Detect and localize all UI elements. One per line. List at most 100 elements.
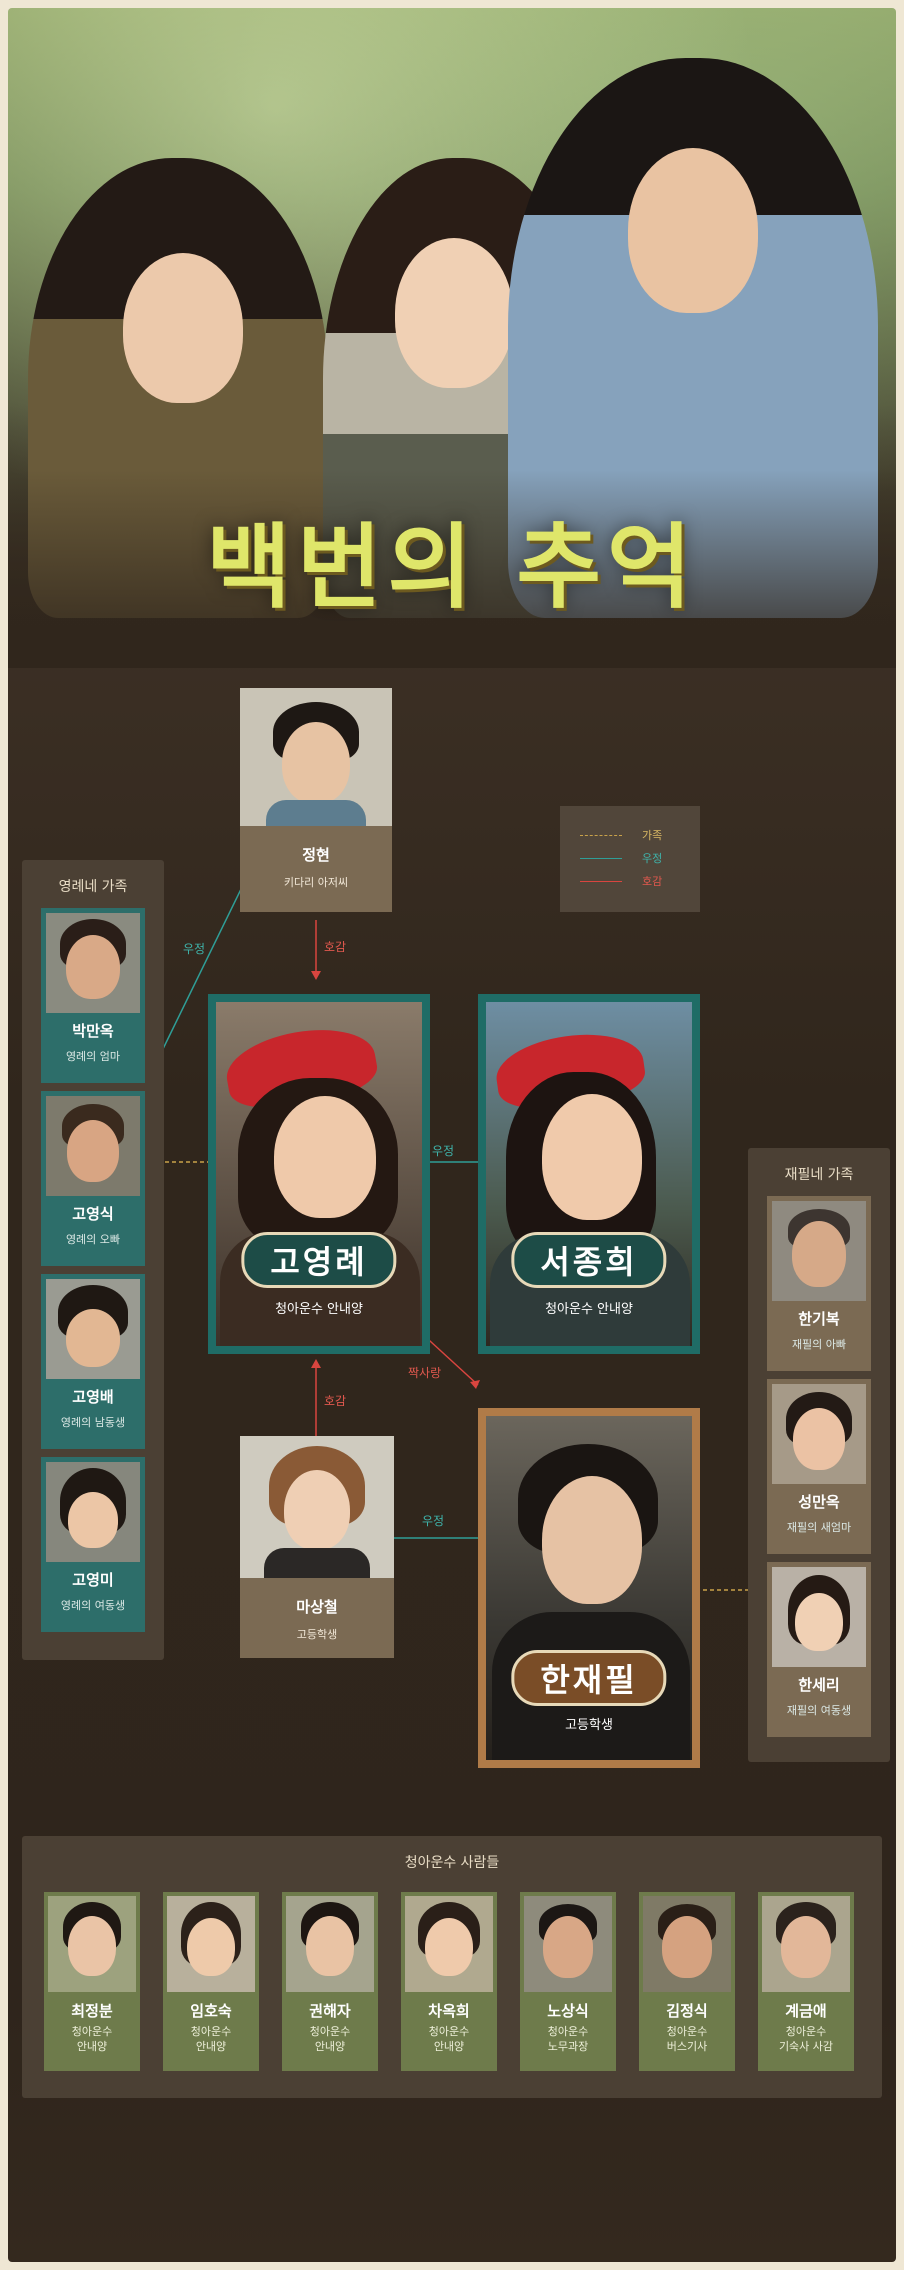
name-member: 차옥희 (428, 2002, 470, 2020)
nameplate-hanjaepil: 한재필 (511, 1650, 667, 1706)
label-jeonghyun-youngrye: 호감 (324, 940, 347, 954)
role-line-1: 청아운수 (190, 2025, 232, 2038)
panel-jaepil-family: 재필네 가족 한기복 재필의 아빠 성만옥 재필의 새엄마 한세리 재필의 여동… (748, 1148, 890, 1762)
face-hanjaepil (542, 1476, 642, 1604)
member-card-youngrye-family: 박만옥 영례의 엄마 (41, 908, 145, 1083)
name-member: 임호숙 (190, 2002, 232, 2020)
photo-hanseri (772, 1567, 866, 1667)
role-jonghee: 청아운수 안내양 (545, 1302, 633, 1317)
face-chaokhee (425, 1918, 473, 1976)
member-card-jaepil-family: 한세리 재필의 여동생 (767, 1562, 871, 1737)
poster: 백번의 추억 호감 우정 우정 짝사랑 호감 우정 가족 우정 (8, 8, 896, 2262)
face-goyoungbae (66, 1309, 120, 1367)
name-member: 한기복 (798, 1310, 840, 1328)
role-line-1: 청아운수 (785, 2025, 827, 2038)
photo-kwonhaeja (286, 1896, 374, 1992)
face-hanseri (795, 1593, 843, 1651)
role-member: 재필의 새엄마 (786, 1521, 852, 1534)
face-hangibok (792, 1221, 846, 1287)
role-member: 영례의 엄마 (65, 1050, 121, 1063)
legend-label-family: 가족 (642, 829, 663, 842)
role-line-2: 안내양 (76, 2040, 108, 2053)
main-card-hanjaepil: 한재필 고등학생 (478, 1408, 700, 1768)
panel-youngrye-family: 영례네 가족 박만옥 영례의 엄마 고영식 영례의 오빠 고영배 영례의 남동생 (22, 860, 164, 1660)
card-jeonghyun: 정현 키다리 아저씨 (240, 688, 392, 912)
member-card-youngrye-family: 고영미 영례의 여동생 (41, 1457, 145, 1632)
hero-fade (8, 8, 896, 668)
member-card-jaepil-family: 한기복 재필의 아빠 (767, 1196, 871, 1371)
photo-jonghee (486, 1002, 692, 1346)
role-member: 재필의 여동생 (786, 1704, 852, 1717)
legend-item-friendship: 우정 (570, 849, 690, 867)
name-masangcheol: 마상철 (296, 1598, 338, 1616)
photo-seongmanok (772, 1384, 866, 1484)
jacket-masangcheol (264, 1548, 370, 1578)
arrow-youngrye-jaepil (470, 1380, 480, 1389)
role-line-2: 기숙사 사감 (778, 2040, 834, 2053)
role-hanjaepil: 고등학생 (565, 1718, 613, 1733)
photo-youngrye (216, 1002, 422, 1346)
shirt-jeonghyun (266, 800, 366, 826)
label-sangcheol-jaepil: 우정 (422, 1514, 445, 1528)
name-member: 박만옥 (72, 1022, 114, 1040)
panel-title-jaepil-family: 재필네 가족 (784, 1167, 854, 1183)
photo-choijeongbun (48, 1896, 136, 1992)
main-card-youngrye: 고영례 청아운수 안내양 (208, 994, 430, 1354)
face-gyegeumae (781, 1916, 831, 1978)
nameplate-jonghee: 서종희 (511, 1232, 667, 1288)
role-line-2: 안내양 (314, 2040, 346, 2053)
face-kwonhaeja (306, 1916, 354, 1976)
legend-swatch-crush (580, 881, 622, 882)
photo-imhosuk (167, 1896, 255, 1992)
name-member: 고영식 (72, 1205, 114, 1223)
role-line-2: 안내양 (195, 2040, 227, 2053)
name-member: 최정분 (71, 2002, 113, 2020)
photo-masangcheol (240, 1436, 394, 1578)
role-line-1: 청아운수 (309, 2025, 351, 2038)
role-line-2: 노무과장 (547, 2040, 589, 2053)
legend-item-crush: 호감 (570, 872, 690, 890)
role-member: 재필의 아빠 (791, 1338, 847, 1351)
face-imhosuk (187, 1918, 235, 1976)
member-card-youngrye-family: 고영배 영례의 남동생 (41, 1274, 145, 1449)
role-line-1: 청아운수 (71, 2025, 113, 2038)
name-member: 고영미 (72, 1571, 114, 1589)
role-line-1: 청아운수 (547, 2025, 589, 2038)
label-jeonghyun-family: 우정 (183, 942, 206, 956)
name-member: 한세리 (798, 1676, 840, 1694)
legend-item-family: 가족 (570, 826, 690, 844)
drama-title: 백번의 추억 (206, 514, 698, 621)
role-youngrye: 청아운수 안내양 (275, 1302, 363, 1317)
face-seongmanok (793, 1408, 845, 1470)
face-masangcheol (284, 1470, 350, 1550)
face-kimjeongsik (662, 1916, 712, 1978)
legend-label-crush: 호감 (642, 875, 663, 888)
name-member: 계금애 (785, 2002, 827, 2020)
name-member: 고영배 (72, 1388, 114, 1406)
role-line-1: 청아운수 (666, 2025, 708, 2038)
role-member: 영례의 오빠 (65, 1233, 121, 1246)
role-member: 영례의 여동생 (60, 1599, 126, 1612)
photo-goyoungsik (46, 1096, 140, 1196)
label-youngrye-jonghee: 우정 (432, 1144, 455, 1158)
role-line-2: 버스기사 (666, 2040, 708, 2053)
photo-jeonghyun (240, 688, 392, 826)
face-goyoungmi (68, 1492, 118, 1548)
hero-image: 백번의 추억 (8, 8, 896, 668)
legend-label-friendship: 우정 (642, 852, 663, 865)
photo-goyoungmi (46, 1462, 140, 1562)
face-parkmanok (66, 935, 120, 999)
face-choijeongbun (68, 1916, 116, 1976)
panel-title-company: 청아운수 사람들 (404, 1855, 500, 1871)
face-jeonghyun (282, 722, 350, 804)
photo-goyoungbae (46, 1279, 140, 1379)
